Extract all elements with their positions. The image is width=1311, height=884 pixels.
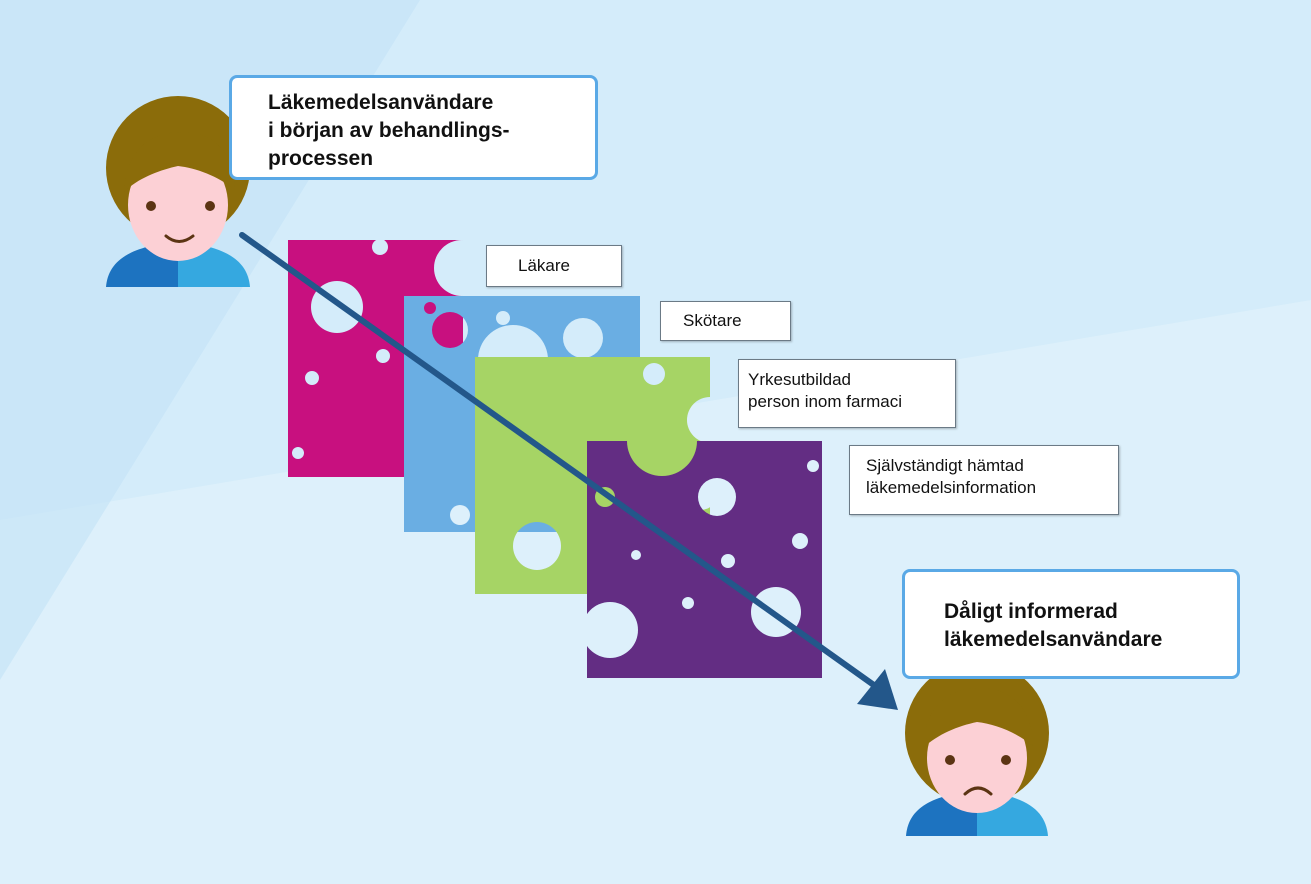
bangs (923, 688, 1033, 748)
start-user-speech-bubble: Läkemedelsanvändare i början av behandli… (229, 75, 598, 180)
layer-label-sjalvstandig: Självständigt hämtad läkemedelsinformati… (849, 445, 1119, 515)
bangs (124, 132, 235, 192)
layer-label-skotare-text: Skötare (683, 311, 742, 330)
right-eye (205, 201, 215, 211)
start-user-text-line-3: processen (268, 147, 374, 170)
end-user-text-line-2: läkemedelsanvändare (944, 628, 1163, 651)
layer-label-farmaci-line-1: Yrkesutbildad (748, 370, 852, 389)
layer-label-farmaci: Yrkesutbildad person inom farmaci (738, 359, 956, 428)
start-user-text-line-2: i början av behandlings- (268, 119, 510, 142)
end-user-speech-bubble: Dåligt informerad läkemedelsanvändare (902, 569, 1240, 679)
layer-label-farmaci-line-2: person inom farmaci (748, 392, 903, 411)
layer-label-lakare-text: Läkare (518, 256, 570, 275)
right-eye (1001, 755, 1011, 765)
left-eye (146, 201, 156, 211)
start-user-text-line-1: Läkemedelsanvändare (268, 91, 494, 114)
sad-mouth (963, 786, 993, 796)
layer-label-sjalvstandig-line-2: läkemedelsinformation (866, 478, 1037, 497)
layer-label-lakare: Läkare (486, 245, 622, 287)
smile-mouth (164, 234, 195, 243)
end-user-text-line-1: Dåligt informerad (944, 600, 1118, 623)
face (927, 703, 1027, 813)
start-user-avatar (106, 96, 250, 287)
left-eye (945, 755, 955, 765)
layer-label-sjalvstandig-line-1: Självständigt hämtad (866, 456, 1024, 475)
layer-label-skotare: Skötare (660, 301, 791, 341)
end-user-avatar (905, 661, 1049, 836)
cheese-layer-sjalvstandig (587, 441, 822, 678)
face (128, 149, 228, 261)
trajectory-arrow (239, 232, 898, 710)
